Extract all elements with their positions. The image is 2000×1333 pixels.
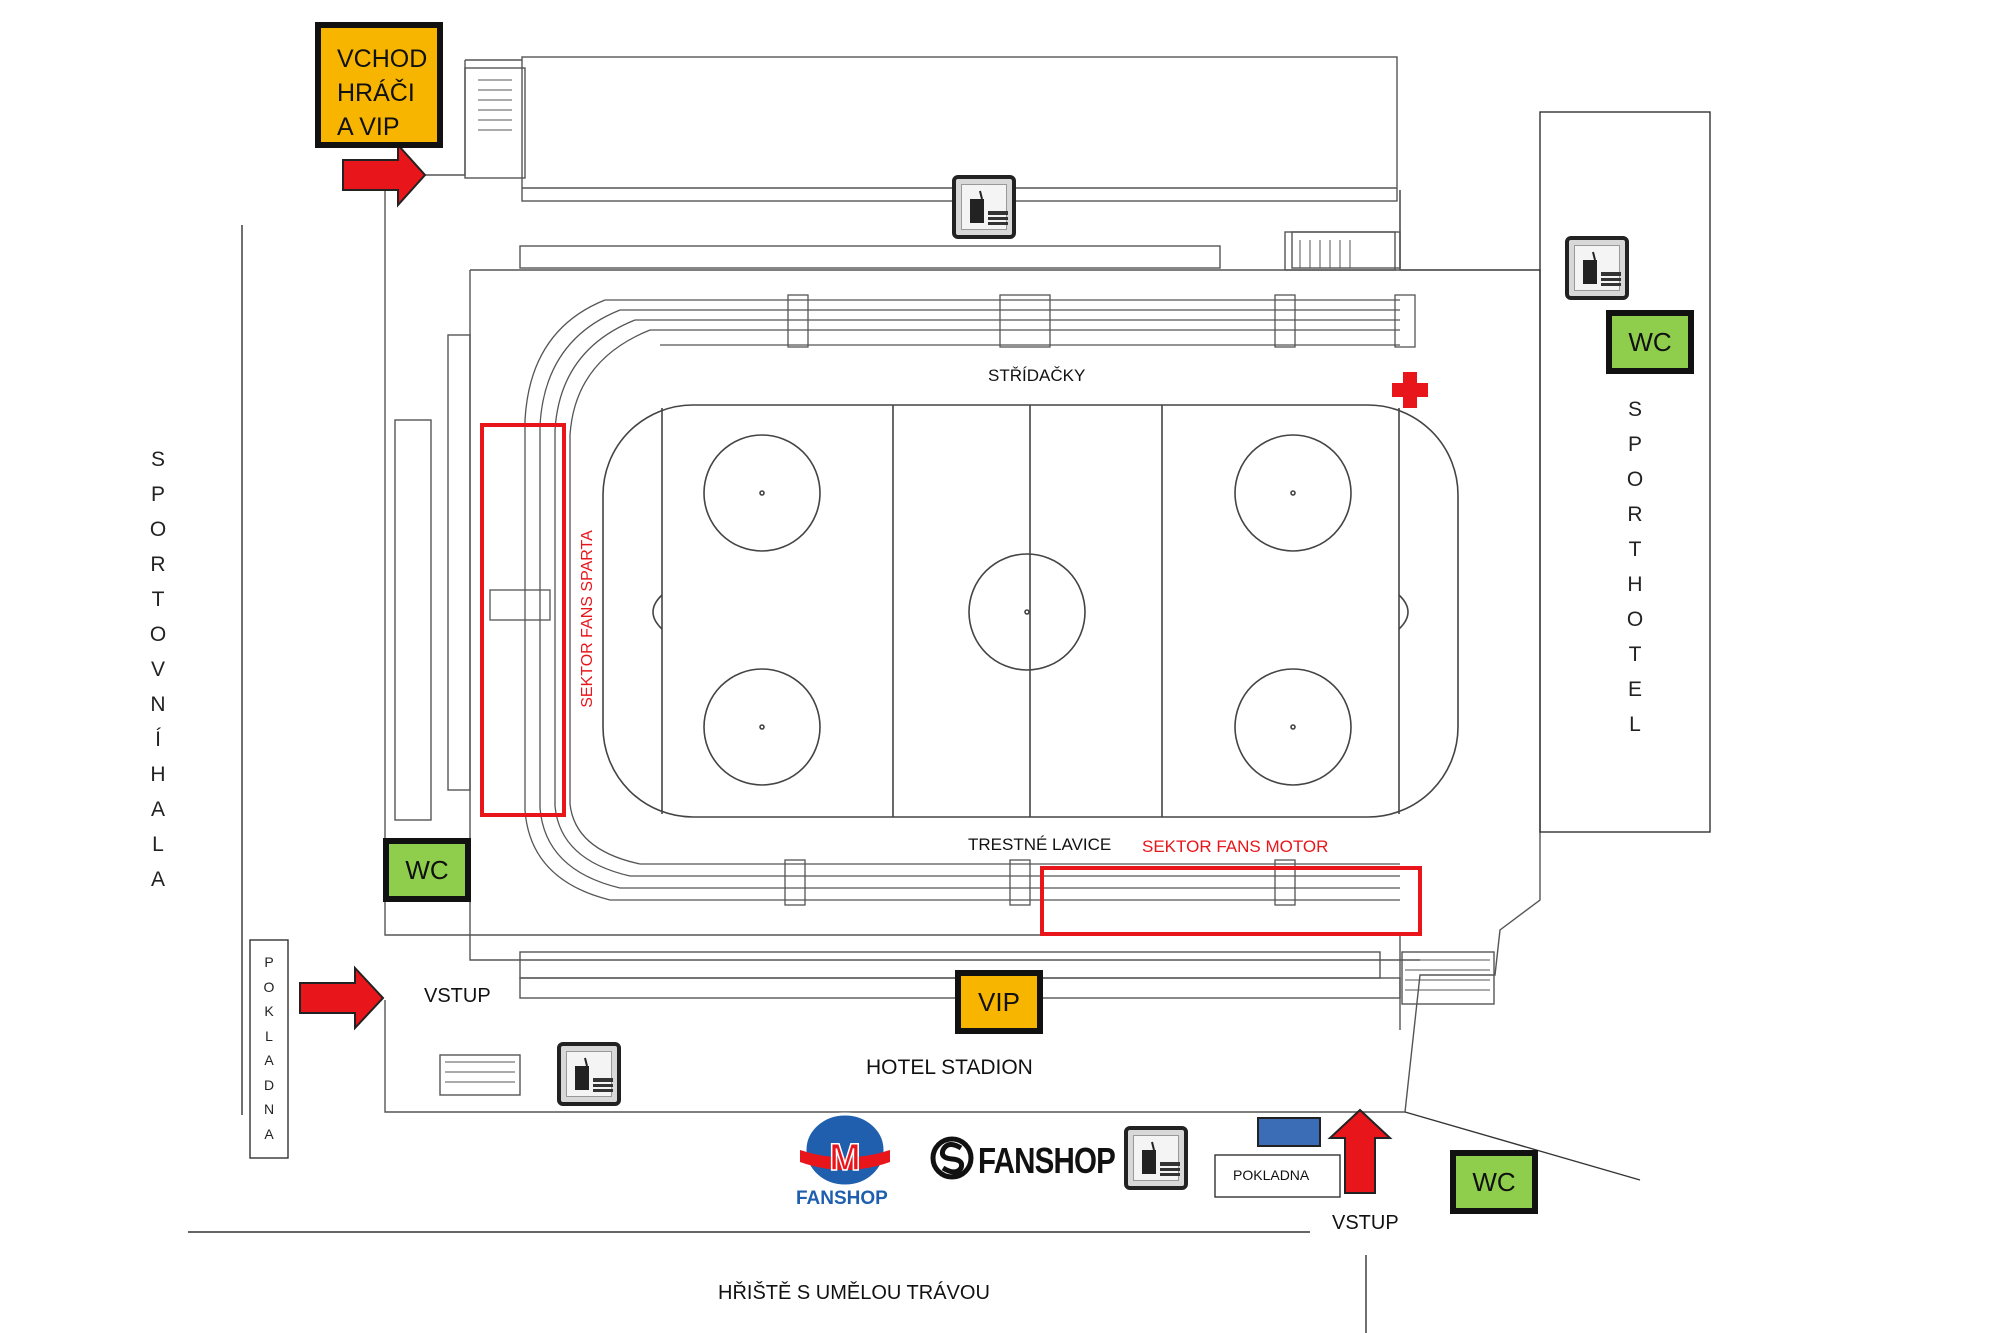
drink-and-food-icon <box>1565 236 1629 300</box>
fanshop-s-label: FANSHOP <box>978 1140 1116 1181</box>
stridacky-label: STŘÍDAČKY <box>988 366 1086 385</box>
red-arrow-icon <box>299 965 385 1031</box>
vchod-hraci-vip-badge: VCHOD HRÁČI A VIP <box>315 22 443 148</box>
sektor-sparta-outline <box>480 423 566 817</box>
red-arrow-icon <box>342 142 427 208</box>
sporthotel-building <box>1539 111 1711 833</box>
drink-and-food-icon <box>952 175 1016 239</box>
letter: V <box>150 658 165 681</box>
outer-wall-south <box>384 1000 1405 1113</box>
letter: H <box>150 763 166 786</box>
hriste-label: HŘIŠTĚ S UMĚLOU TRÁVOU <box>718 1282 990 1304</box>
letter: O <box>263 978 275 995</box>
letter: A <box>150 798 165 821</box>
letter: O <box>1626 608 1644 631</box>
wc-badge-left: WC <box>383 838 471 902</box>
letter: O <box>149 518 167 541</box>
letter: S <box>150 448 165 471</box>
vip-badge: VIP <box>955 970 1043 1034</box>
letter: O <box>149 623 167 646</box>
pokladna-bottom-box <box>1214 1154 1341 1198</box>
letter: K <box>264 1003 274 1019</box>
letter: S <box>1627 398 1642 421</box>
letter: A <box>264 1125 274 1142</box>
motor-logo-icon: M <box>800 1112 890 1188</box>
letter: A <box>150 868 165 891</box>
ice-rink <box>602 404 1459 818</box>
wc-badge-right: WC <box>1606 310 1694 374</box>
letter: R <box>150 553 166 576</box>
letter: T <box>1628 643 1642 666</box>
letter: A <box>264 1052 274 1068</box>
pokladna-left-box <box>249 939 289 1159</box>
letter: R <box>1627 503 1643 526</box>
letter: E <box>1627 678 1642 701</box>
wc-badge-bottom: WC <box>1450 1150 1538 1214</box>
first-aid-cross-icon <box>1392 372 1428 408</box>
letter: N <box>263 1101 275 1117</box>
letter: L <box>152 833 164 856</box>
letter: P <box>1627 433 1642 456</box>
letter: T <box>151 588 165 611</box>
s-logo-icon <box>930 1136 974 1180</box>
letter: D <box>263 1076 275 1093</box>
drink-and-food-icon <box>557 1042 621 1106</box>
letter: L <box>265 1027 273 1044</box>
letter: P <box>264 954 274 970</box>
fanshop-motor-label: FANSHOP <box>796 1188 888 1209</box>
letter: Í <box>155 728 161 751</box>
vstup-label-left: VSTUP <box>424 985 491 1007</box>
sektor-motor-label: SEKTOR FANS MOTOR <box>1142 837 1329 856</box>
pokladna-blue-box <box>1257 1117 1321 1147</box>
motor-logo-letter: M <box>829 1137 861 1179</box>
letter: N <box>150 693 166 716</box>
trestne-lavice-label: TRESTNÉ LAVICE <box>968 835 1112 854</box>
vstup-label-bottom: VSTUP <box>1332 1212 1399 1234</box>
drink-and-food-icon <box>1124 1126 1188 1190</box>
letter: O <box>1626 468 1644 491</box>
letter: H <box>1627 573 1643 596</box>
sektor-motor-outline <box>1040 866 1422 936</box>
letter: P <box>150 483 165 506</box>
letter: L <box>1629 713 1641 736</box>
pokladna-label-bottom: POKLADNA <box>1233 1167 1310 1183</box>
red-arrow-icon <box>1327 1108 1393 1194</box>
sektor-sparta-label: SEKTOR FANS SPARTA <box>579 530 596 708</box>
hotel-stadion-label: HOTEL STADION <box>866 1056 1033 1079</box>
letter: T <box>1628 538 1642 561</box>
